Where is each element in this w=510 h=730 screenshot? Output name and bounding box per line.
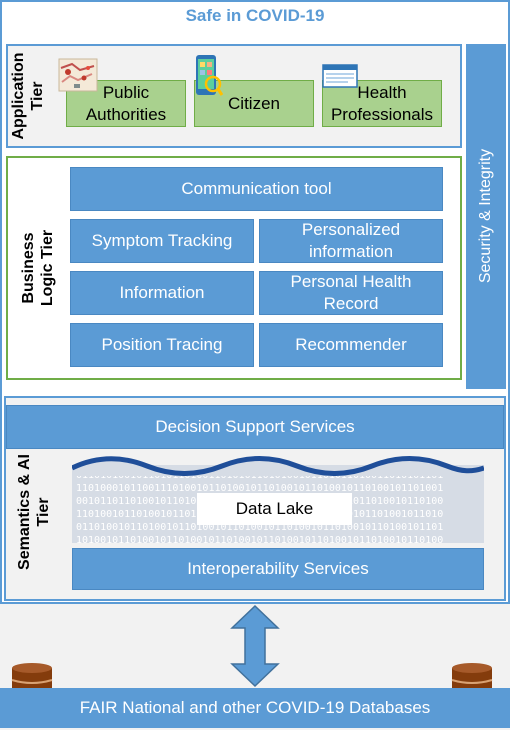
semantics-ai-tier-label: Semantics & AI Tier — [16, 454, 52, 570]
data-lake-wave — [72, 456, 484, 476]
decision-support-services-box: Decision Support Services — [6, 405, 504, 449]
position-tracing-box: Position Tracing — [70, 323, 254, 367]
smartphone-icon — [196, 55, 223, 96]
security-integrity-label: Security & Integrity — [477, 148, 494, 284]
personal-health-record-box: Personal Health Record — [259, 271, 443, 315]
diagram-title: Safe in COVID-19 — [185, 6, 325, 25]
recommender-box: Recommender — [259, 323, 443, 367]
data-lake-label: Data Lake — [197, 493, 352, 525]
personalized-information-box: Personalized information — [259, 219, 443, 263]
fair-databases-bar: FAIR National and other COVID-19 Databas… — [0, 688, 510, 728]
health-professionals-box: Health Professionals — [322, 80, 442, 127]
city-map-icon — [58, 58, 98, 92]
information-box: Information — [70, 271, 254, 315]
health-record-icon — [322, 64, 358, 88]
interoperability-services-box: Interoperability Services — [72, 548, 484, 590]
symptom-tracking-box: Symptom Tracking — [70, 219, 254, 263]
bidirectional-arrow — [230, 604, 280, 688]
business-logic-tier-label: Business Logic Tier — [20, 229, 56, 307]
application-tier-label: Application Tier — [10, 52, 46, 140]
communication-tool-box: Communication tool — [70, 167, 443, 211]
security-integrity-bar — [466, 44, 506, 389]
